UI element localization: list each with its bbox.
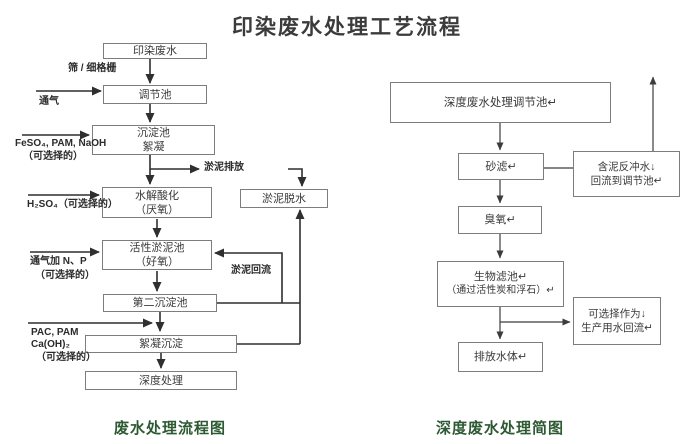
label-aeration: 通气: [39, 96, 59, 107]
label-h2so4-optional: H₂SO₄（可选择的）: [27, 199, 118, 210]
left-chart-caption: 废水处理流程图: [113, 421, 226, 437]
node-flocculation-sedimentation: 絮凝沉淀: [85, 335, 237, 353]
node-biofilter-line2: （通过活性炭和浮石）↵: [446, 285, 555, 296]
node-advanced-regulating-tank: 深度废水处理调节池↵: [390, 82, 611, 123]
right-chart-caption: 深度废水处理简图: [435, 421, 564, 437]
node-sand-filter: 砂滤↵: [458, 153, 544, 180]
node-hydrolysis-line1: 水解酸化: [135, 189, 179, 202]
label-optional-3: （可选择的）: [36, 352, 96, 363]
node-sedimentation-tank: 沉淀池 絮凝: [92, 125, 215, 155]
node-hydrolysis-acidification: 水解酸化 （厌氧）: [102, 187, 212, 218]
node-reuse-line1: 可选择作为↓: [588, 308, 646, 320]
label-sludge-return: 淤泥回流: [231, 265, 271, 276]
node-activated-line1: 活性淤泥池: [129, 242, 185, 254]
node-backwash-line1: 含泥反冲水↓: [597, 161, 656, 173]
node-ozone: 臭氧↵: [458, 206, 542, 234]
node-discharge-water: 排放水体↵: [458, 342, 543, 372]
node-hydrolysis-line2: （厌氧）: [135, 203, 179, 216]
node-regulating-tank: 调节池: [103, 85, 207, 104]
label-pac-pam: PAC, PAM: [31, 327, 79, 338]
node-sludge-dewatering: 淤泥脱水: [240, 189, 328, 208]
node-backwash-line2: 回流到调节池↵: [590, 175, 663, 187]
label-feso4-pam-naoh: FeSO₄, PAM, NaOH: [15, 138, 107, 149]
node-advanced-treatment: 深度处理: [85, 371, 237, 390]
node-raw-wastewater: 印染废水: [103, 43, 207, 59]
node-backwash-return: 含泥反冲水↓ 回流到调节池↵: [573, 151, 680, 197]
node-reuse-line2: 生产用水回流↵: [581, 322, 653, 334]
node-secondary-sedimentation: 第二沉淀池: [103, 294, 217, 312]
node-reuse-option: 可选择作为↓ 生产用水回流↵: [573, 297, 661, 345]
node-biofilter-line1: 生物滤池↵: [473, 271, 528, 283]
label-sludge-discharge: 淤泥排放: [204, 162, 244, 173]
node-activated-sludge-tank: 活性淤泥池 （好氧）: [102, 240, 212, 270]
node-activated-line2: （好氧）: [135, 256, 179, 268]
label-optional-2: （可选择的）: [35, 270, 95, 281]
arrow-discharge-to-dewatering: [288, 168, 307, 187]
label-optional-1: （可选择的）: [23, 151, 83, 162]
label-aeration-np: 通气加 N、P: [30, 256, 87, 267]
label-screen-grid: 筛 / 细格栅: [68, 63, 117, 74]
label-caoh2: Ca(OH)₂: [31, 339, 70, 350]
node-sedimentation-line1: 沉淀池: [137, 127, 170, 139]
page-title: 印染废水处理工艺流程: [232, 16, 462, 39]
arrow-sludge-return: [214, 248, 283, 303]
node-biofilter: 生物滤池↵ （通过活性炭和浮石）↵: [437, 261, 564, 307]
node-sedimentation-line2: 絮凝: [142, 141, 165, 153]
